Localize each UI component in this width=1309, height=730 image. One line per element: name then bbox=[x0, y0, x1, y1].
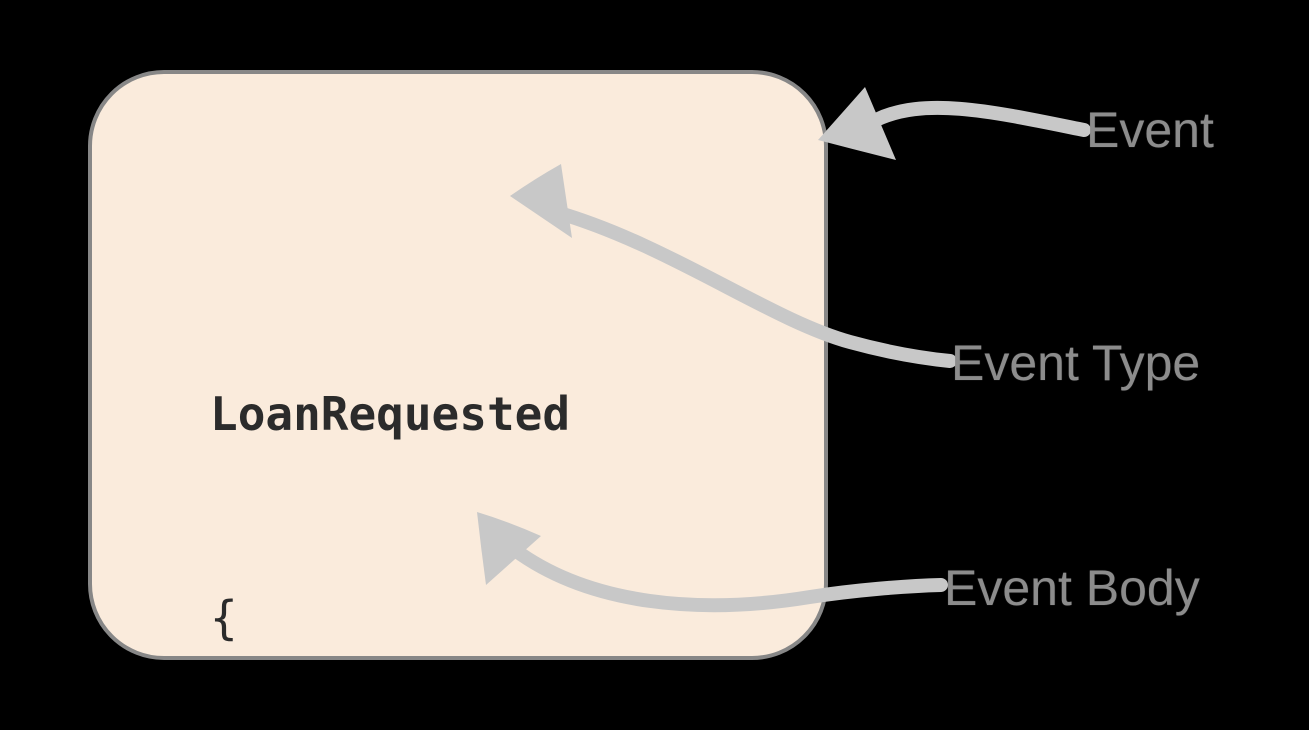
event-type-title: LoanRequested bbox=[210, 387, 571, 441]
code-line-open-brace: { bbox=[210, 591, 238, 645]
label-event: Event bbox=[1086, 102, 1214, 158]
arrow-event-line bbox=[869, 100, 1091, 137]
event-code-block: LoanRequested { id: 123, amount: 100, bo… bbox=[210, 244, 847, 730]
label-event-type: Event Type bbox=[951, 335, 1201, 391]
event-card: LoanRequested { id: 123, amount: 100, bo… bbox=[88, 70, 828, 660]
label-event-body: Event Body bbox=[944, 560, 1200, 616]
arrow-event bbox=[818, 87, 1091, 160]
arrow-event-head-icon bbox=[818, 87, 896, 160]
